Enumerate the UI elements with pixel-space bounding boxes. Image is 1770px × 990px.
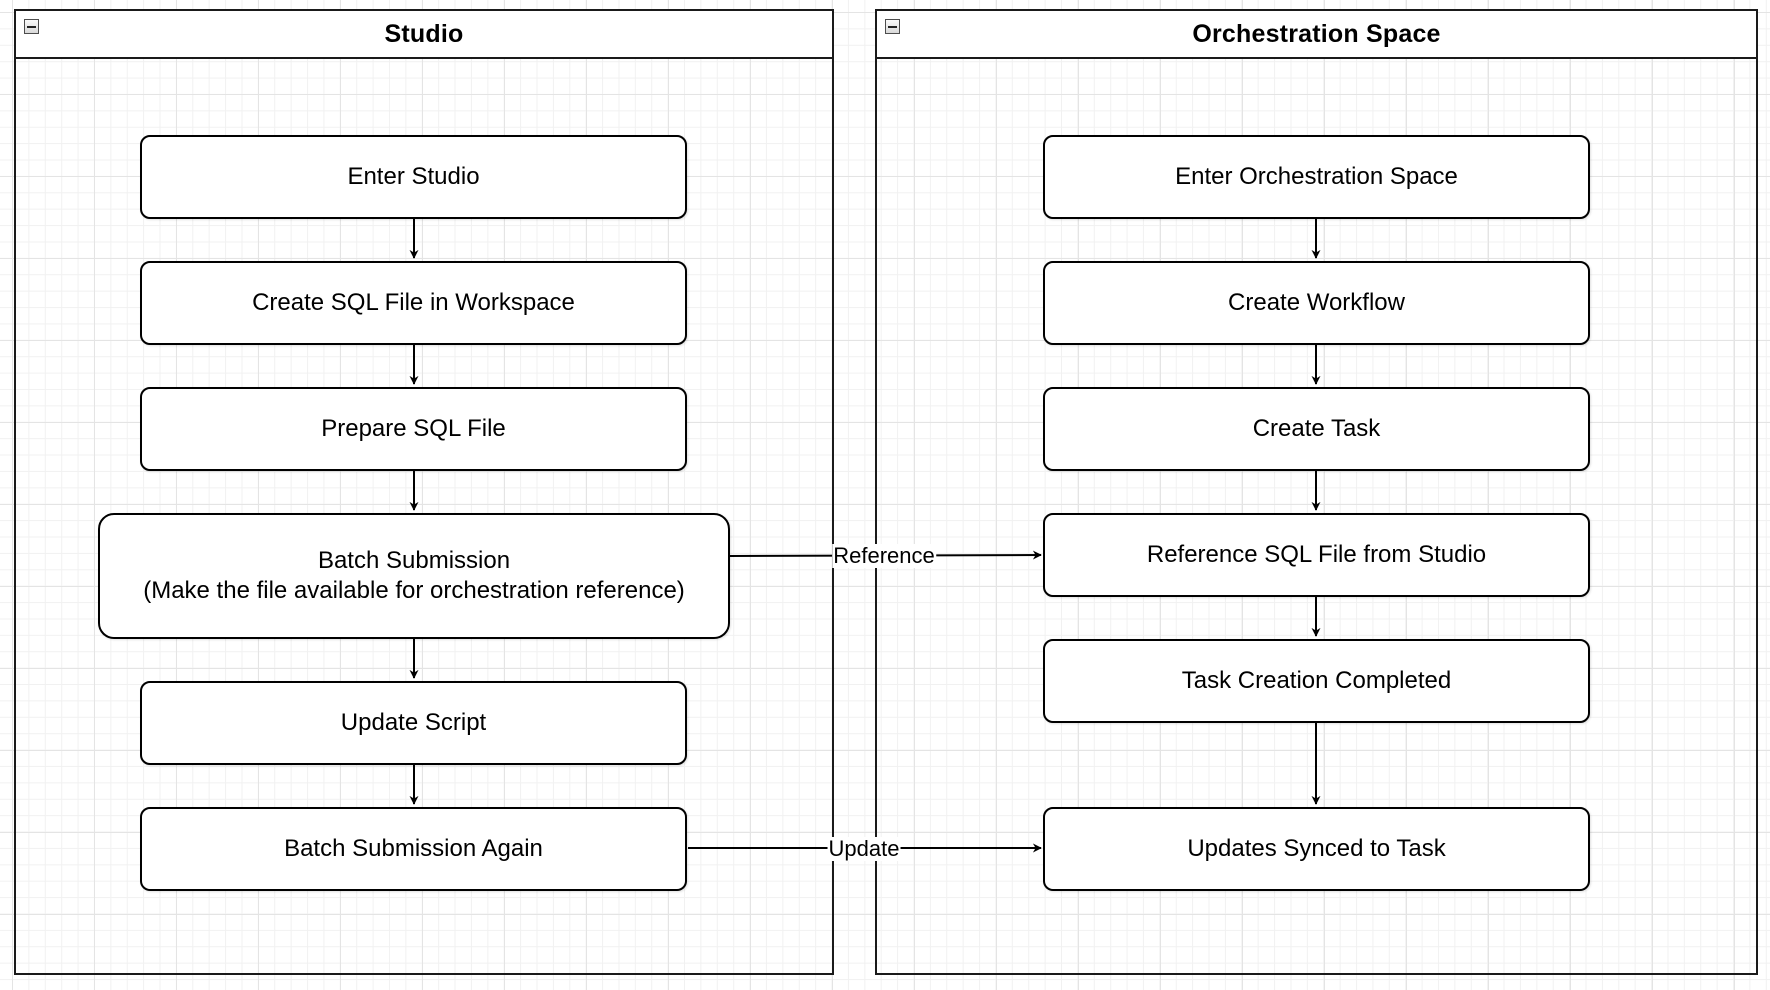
node-label: Task Creation Completed <box>1181 667 1452 694</box>
lane-orchestration-header[interactable]: Orchestration Space <box>877 11 1756 59</box>
node-enter-studio[interactable]: Enter Studio <box>140 135 687 219</box>
node-updates-synced-to-task[interactable]: Updates Synced to Task <box>1043 807 1590 891</box>
node-label: Reference SQL File from Studio <box>1146 541 1487 568</box>
lane-studio-header[interactable]: Studio <box>16 11 832 59</box>
node-create-sql-file[interactable]: Create SQL File in Workspace <box>140 261 687 345</box>
lane-title-orchestration: Orchestration Space <box>1192 19 1441 48</box>
node-update-script[interactable]: Update Script <box>140 681 687 765</box>
collapse-icon[interactable] <box>24 19 39 34</box>
node-label: Create SQL File in Workspace <box>252 289 575 316</box>
lane-studio[interactable]: Studio <box>14 9 834 975</box>
node-batch-submission[interactable]: Batch Submission (Make the file availabl… <box>98 513 730 639</box>
edge-label-reference: Reference <box>832 543 936 568</box>
node-batch-submission-again[interactable]: Batch Submission Again <box>140 807 687 891</box>
node-label: Update Script <box>340 709 487 736</box>
node-create-workflow[interactable]: Create Workflow <box>1043 261 1590 345</box>
lane-orchestration-space[interactable]: Orchestration Space <box>875 9 1758 975</box>
node-label: Enter Orchestration Space <box>1175 163 1458 190</box>
node-label: Create Task <box>1252 415 1381 442</box>
lane-title-studio: Studio <box>384 19 464 48</box>
node-label: Enter Studio <box>347 163 480 190</box>
edge-label-update: Update <box>827 836 901 861</box>
node-prepare-sql-file[interactable]: Prepare SQL File <box>140 387 687 471</box>
node-label: Create Workflow <box>1228 289 1405 316</box>
node-label-line1: Batch Submission <box>317 547 511 574</box>
node-task-creation-completed[interactable]: Task Creation Completed <box>1043 639 1590 723</box>
node-label: Prepare SQL File <box>321 415 506 442</box>
node-label: Updates Synced to Task <box>1187 835 1446 862</box>
node-create-task[interactable]: Create Task <box>1043 387 1590 471</box>
collapse-icon[interactable] <box>885 19 900 34</box>
node-label: Batch Submission Again <box>284 835 543 862</box>
node-label-line2: (Make the file available for orchestrati… <box>143 577 685 604</box>
node-enter-orchestration-space[interactable]: Enter Orchestration Space <box>1043 135 1590 219</box>
node-reference-sql-file[interactable]: Reference SQL File from Studio <box>1043 513 1590 597</box>
